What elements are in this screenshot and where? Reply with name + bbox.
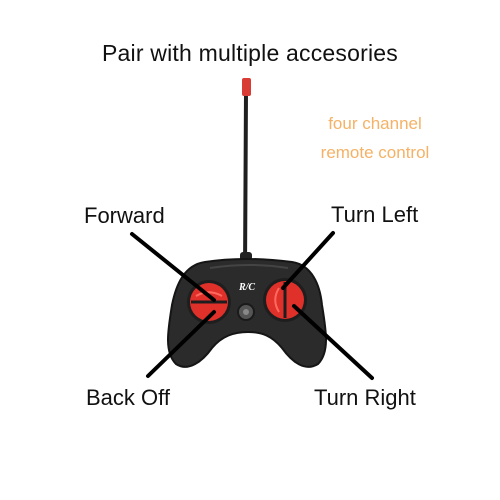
- headline: Pair with multiple accesories: [102, 40, 398, 66]
- pointer-back-off: [146, 310, 216, 378]
- label-turn-left: Turn Left: [331, 202, 419, 227]
- antenna-tip: [242, 78, 251, 96]
- right-button[interactable]: [263, 278, 307, 322]
- rc-badge: R/C: [238, 282, 255, 293]
- tagline-line-2: remote control: [320, 143, 430, 162]
- label-forward: Forward: [84, 203, 165, 228]
- pointer-turn-right: [292, 304, 374, 380]
- left-button[interactable]: [187, 280, 231, 324]
- label-turn-right: Turn Right: [314, 385, 416, 410]
- antenna: [240, 78, 252, 274]
- pointer-turn-left: [281, 231, 335, 290]
- tagline-line-1: four channel: [328, 114, 422, 133]
- pointer-forward: [130, 232, 216, 302]
- label-back-off: Back Off: [86, 385, 170, 410]
